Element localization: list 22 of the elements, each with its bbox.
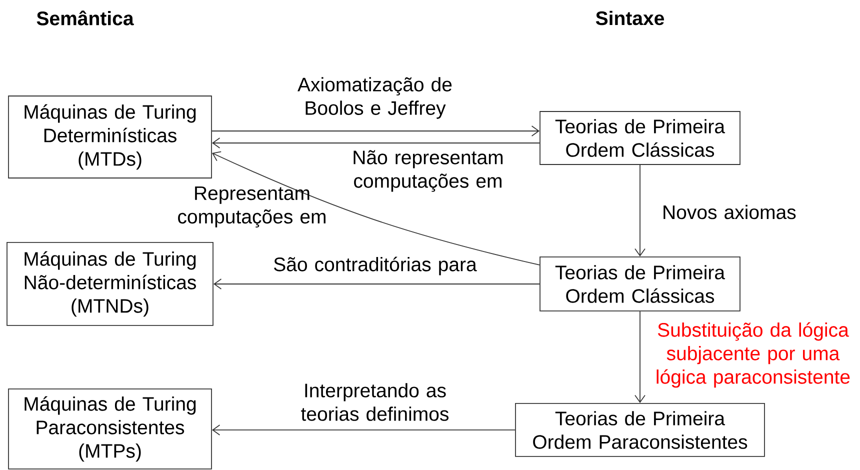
process-box: Teorias de Primeira Ordem Clássicas [540,111,740,165]
edge-label: Representam computações em [178,186,326,228]
arrow [212,138,540,148]
edge-label: São contraditórias para [274,256,477,276]
edge-label: Não representam computações em [354,150,503,192]
column-heading: Sintaxe [596,10,664,26]
column-heading: Semântica [36,10,134,26]
arrow [212,126,540,136]
process-box: Máquinas de Turing Determinísticas (MTDs) [8,96,212,178]
process-box: Máquinas de Turing Não-determinísticas (MTNDs) [6,242,214,326]
edge-label: Substituição da lógica subjacente por uma lógica paraconsistente [656,322,850,388]
edge-label: Interpretando as teorias definimos [301,383,448,421]
arrow [212,424,516,436]
process-box: Teorias de Primeira Ordem Paraconsistentes [515,403,765,457]
edge-label: Novos axiomas [664,204,796,220]
process-box: Máquinas de Turing Paraconsistentes (MTPs) [8,388,212,470]
edge-label: Axiomatização de Boolos e Jeffrey [298,77,452,119]
arrow [213,278,540,290]
arrow [634,164,646,257]
process-box: Teorias de Primeira Ordem Clássicas [540,256,740,312]
arrow [212,151,540,266]
arrow [634,310,646,404]
